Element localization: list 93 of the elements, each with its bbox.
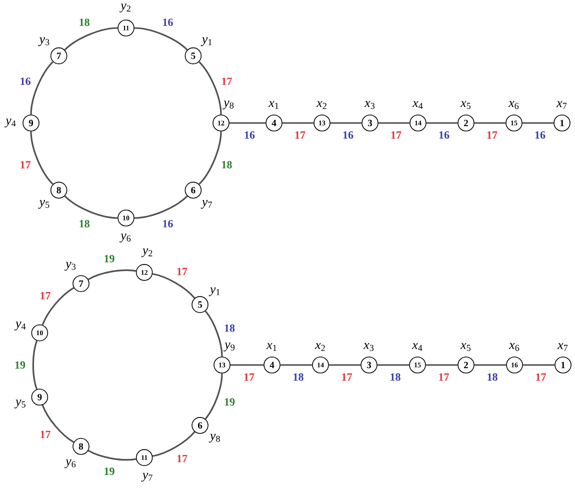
vertex-label: y$_{8}$ (222, 100, 234, 110)
edge (426, 364, 458, 366)
edge-label: 19 (104, 468, 114, 476)
vertex-label: x$_{5}$ (460, 101, 471, 109)
edge-label: 17 (177, 268, 188, 276)
edge-label: 17 (487, 131, 498, 139)
edge-label: 16 (163, 220, 173, 228)
vertex-label: y$_{4}$ (14, 322, 26, 330)
vertex-label: y$_{5}$ (14, 400, 26, 408)
edge-label: 18 (390, 373, 400, 381)
edge-label: 16 (163, 18, 173, 26)
edge (204, 373, 223, 420)
edge-label: 18 (488, 373, 498, 381)
edge-label: 18 (224, 324, 235, 332)
vertex-label: y$_{5}$ (38, 200, 50, 209)
vertex-label: x$_{6}$ (508, 343, 520, 351)
edge-label: 16 (20, 78, 30, 85)
edge (378, 122, 410, 124)
edge (204, 310, 223, 357)
edge-label: 17 (40, 292, 50, 300)
vertex-label: x$_{4}$ (412, 343, 422, 351)
vertex-label: x$_{1}$ (266, 343, 276, 351)
edge-label: 19 (224, 398, 235, 406)
edge (30, 61, 54, 115)
edge-label: 17 (439, 373, 449, 381)
edge (88, 269, 136, 280)
vertex-label: x$_{6}$ (508, 101, 519, 109)
vertex-label: x$_{2}$ (316, 101, 326, 109)
vertex-label: y$_{3}$ (64, 262, 76, 271)
vertex-label: x$_{1}$ (268, 101, 278, 109)
edge (198, 131, 222, 185)
edge-label: 17 (20, 161, 31, 168)
edge-label: 17 (222, 78, 232, 85)
edge-label: 16 (439, 131, 450, 139)
edge-label: 17 (177, 454, 188, 462)
edge-label: 16 (343, 131, 354, 139)
edge-label: 17 (244, 373, 254, 381)
edge-label: 18 (294, 373, 304, 381)
vertex-label: x$_{4}$ (412, 101, 423, 109)
vertex-label: y$_{1}$ (208, 287, 220, 296)
vertex-label: y$_{8}$ (208, 434, 220, 443)
edge-label: 18 (80, 18, 90, 26)
vertex-label: x$_{7}$ (557, 343, 568, 351)
edge (32, 340, 38, 390)
edge-label: 19 (104, 254, 114, 262)
vertex-label: y$_{2}$ (120, 4, 130, 12)
edge-label: 17 (536, 373, 546, 381)
edge (426, 122, 458, 124)
edge-label: 16 (244, 131, 255, 139)
vertex-label: y$_{6}$ (64, 459, 76, 468)
vertex-label: y$_{2}$ (141, 248, 152, 258)
vertex-label: x$_{3}$ (363, 343, 374, 351)
vertex-label: y$_{1}$ (200, 37, 212, 46)
edge (377, 364, 410, 366)
edge (280, 364, 312, 366)
edge (134, 196, 188, 219)
edge (42, 404, 74, 443)
vertex-label: x$_{2}$ (314, 343, 325, 351)
edge-label: 17 (342, 373, 352, 381)
vertex-label: y$_{7}$ (141, 472, 152, 482)
edge (230, 364, 264, 366)
vertex-label: x$_{7}$ (556, 101, 567, 109)
edge (229, 122, 266, 124)
edge (328, 364, 361, 366)
edge-label: 18 (80, 220, 90, 228)
vertex-label: y$_{9}$ (224, 342, 235, 352)
vertex-label: x$_{3}$ (364, 101, 375, 109)
edge (88, 450, 136, 461)
edge-label: 19 (15, 361, 26, 369)
edge (198, 61, 222, 115)
edge-label: 17 (295, 131, 306, 139)
edge (474, 364, 506, 366)
edge (152, 273, 196, 299)
edge (64, 27, 118, 50)
edge (30, 131, 54, 185)
edge (42, 287, 74, 326)
vertex-label: y$_{4}$ (4, 118, 16, 128)
edge (522, 122, 554, 124)
vertex-label: x$_{5}$ (460, 343, 471, 351)
edge (330, 122, 362, 124)
edge (282, 122, 314, 124)
edge (152, 431, 196, 457)
edge (64, 196, 118, 219)
vertex-label: y$_{3}$ (38, 37, 50, 46)
edge-label: 16 (535, 131, 546, 139)
edge (522, 364, 555, 366)
edge-label: 17 (391, 131, 402, 139)
edge (134, 27, 188, 50)
vertex-label: y$_{7}$ (200, 200, 212, 209)
edge-label: 17 (40, 430, 50, 438)
edge (474, 122, 506, 124)
vertex-label: y$_{6}$ (120, 234, 131, 242)
edge-label: 18 (222, 161, 232, 168)
